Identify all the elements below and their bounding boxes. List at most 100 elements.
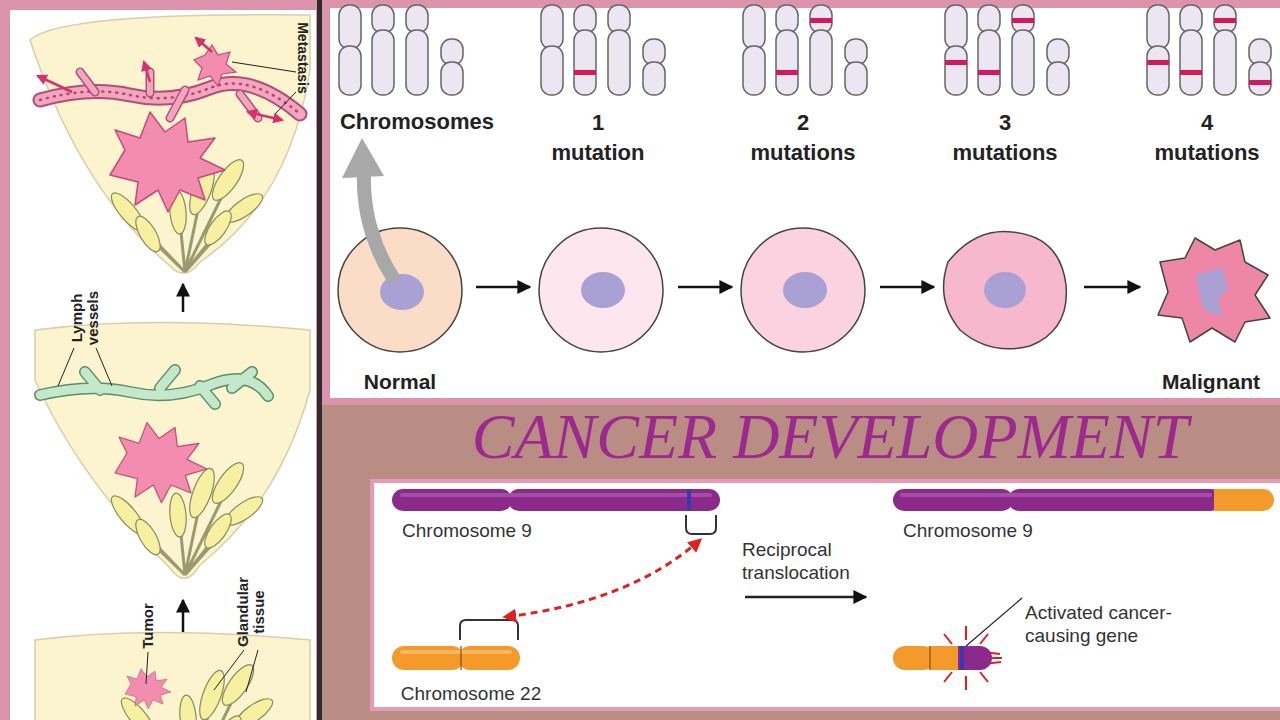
breast-stage-metastasis-part xyxy=(80,72,258,118)
cell-progression-part xyxy=(342,138,384,178)
breast-stage-lymph-part xyxy=(40,370,268,404)
breast-stage-lymph-part xyxy=(96,348,112,386)
cell-progression xyxy=(338,138,1270,352)
translocation-illustration-part xyxy=(1214,489,1228,511)
translocation-panel xyxy=(372,481,1280,709)
breast-stage-metastasis-part xyxy=(30,15,310,273)
chromosome-sets-part xyxy=(574,18,1271,85)
divider xyxy=(317,0,322,720)
cell-progression-part xyxy=(1158,238,1270,342)
chromosome-sets-part xyxy=(339,5,463,95)
chromosome-sets-part-part xyxy=(978,70,1000,75)
chromosome-sets-part-part xyxy=(1214,18,1236,23)
cell-progression-part xyxy=(741,228,865,352)
top-panel xyxy=(330,8,1280,398)
breast-stage-metastasis-part xyxy=(248,112,282,120)
chromosome-sets-part-part xyxy=(776,70,798,75)
part-label: Glandular tissue xyxy=(235,573,267,651)
translocation-illustration-part xyxy=(392,646,464,670)
breast-stage-lymph-part xyxy=(35,323,310,579)
breast-stage-metastasis xyxy=(30,15,310,273)
breast-stage-metastasis-part xyxy=(196,38,212,52)
translocation-illustration xyxy=(392,489,1274,690)
stage-arrow xyxy=(182,284,185,312)
chromosome-sets xyxy=(339,5,1271,95)
chromosome-sets-part xyxy=(945,5,1069,95)
translocation-illustration-part xyxy=(400,493,712,497)
chromosome-sets-part-part xyxy=(810,18,832,23)
cell-progression-part xyxy=(581,272,625,308)
process-label: Reciprocal translocation xyxy=(742,538,882,584)
breast-stage-metastasis-part xyxy=(110,112,225,212)
translocation-illustration-part xyxy=(508,489,720,511)
breast-stage-tumor-part xyxy=(125,669,171,709)
chromosome-label: Chromosome 22 xyxy=(401,683,541,705)
stage-label: 4 mutations xyxy=(1152,108,1262,168)
translocation-illustration-part xyxy=(929,646,930,670)
translocation-illustration-part xyxy=(966,598,1022,646)
translocation-illustration-part xyxy=(392,489,512,511)
breast-stage-metastasis-part xyxy=(194,45,236,86)
gene-label: Activated cancer-causing gene xyxy=(1025,601,1187,647)
part-label: Lymph vessels xyxy=(69,286,101,350)
translocation-illustration-part xyxy=(960,646,964,670)
cell-progression-part xyxy=(678,286,732,289)
cell-progression-part xyxy=(944,232,1067,349)
translocation-illustration-part xyxy=(687,489,691,511)
breast-stage-metastasis-part xyxy=(232,62,296,72)
chromosome-sets-part xyxy=(1147,5,1271,95)
translocation-illustration-part xyxy=(1214,489,1274,511)
breast-stage-tumor-part xyxy=(214,650,244,690)
cell-progression-part xyxy=(984,272,1026,308)
translocation-illustration-part xyxy=(458,646,520,670)
breast-stage-lymph xyxy=(35,323,310,579)
breast-stage-lymph-part xyxy=(58,348,74,386)
breast-stage-tumor-part xyxy=(146,652,148,684)
chromosome-sets-part-part xyxy=(945,60,967,65)
cell-progression-part xyxy=(372,232,392,276)
left-panel xyxy=(10,10,316,720)
breast-stage-tumor-part xyxy=(246,650,258,692)
cell-label: Malignant xyxy=(1162,370,1260,394)
translocation-illustration-part xyxy=(893,489,1013,511)
diagram-title: CANCER DEVELOPMENT xyxy=(472,400,1188,474)
chromosome-sets-part-part xyxy=(574,70,596,75)
cell-progression-part xyxy=(783,272,827,308)
cell-progression-part xyxy=(1084,286,1140,289)
chromosome-label: Chromosome 9 xyxy=(903,520,1033,542)
chromosome-label: Chromosome 9 xyxy=(402,520,532,542)
chromosome-sets-part xyxy=(541,5,665,95)
cell-progression-part xyxy=(1196,268,1228,316)
part-label: Metastasis xyxy=(295,22,311,94)
cell-progression-part xyxy=(880,286,934,289)
chromosome-sets-part-part xyxy=(1012,18,1034,23)
breast-stage-metastasis-part xyxy=(80,72,258,118)
breast-stage-lymph-part xyxy=(115,423,207,503)
chromosome-sets-part xyxy=(743,5,867,95)
cell-progression-part xyxy=(539,228,663,352)
stage-label: 2 mutations xyxy=(748,108,858,168)
chromosome-sets-part-part xyxy=(1249,80,1271,85)
breast-stage-metastasis-part xyxy=(275,92,296,114)
translocation-illustration-part xyxy=(460,620,518,640)
translocation-illustration-part xyxy=(900,493,1212,497)
translocation-illustration-part xyxy=(505,540,700,617)
translocation-illustration-part xyxy=(400,650,512,654)
stage-label: Chromosomes xyxy=(340,109,494,134)
chromosome-sets-part-part xyxy=(1147,60,1169,65)
stage-label: 1 mutation xyxy=(548,108,648,168)
translocation-illustration-part xyxy=(686,515,716,534)
translocation-illustration-part xyxy=(460,646,461,670)
stage-label: 3 mutations xyxy=(950,108,1060,168)
cell-progression-part xyxy=(476,286,530,289)
breast-stage-metastasis-part xyxy=(38,76,72,92)
breast-stage-tumor xyxy=(35,633,310,720)
translocation-illustration-part xyxy=(958,646,992,670)
translocation-illustration-part xyxy=(1008,489,1222,511)
breast-stage-metastasis-part xyxy=(144,62,150,82)
translocation-illustration-part xyxy=(745,596,866,599)
translocation-illustration-part xyxy=(958,646,968,670)
cell-label: Normal xyxy=(364,370,436,394)
breast-stage-lymph-part xyxy=(40,370,268,404)
